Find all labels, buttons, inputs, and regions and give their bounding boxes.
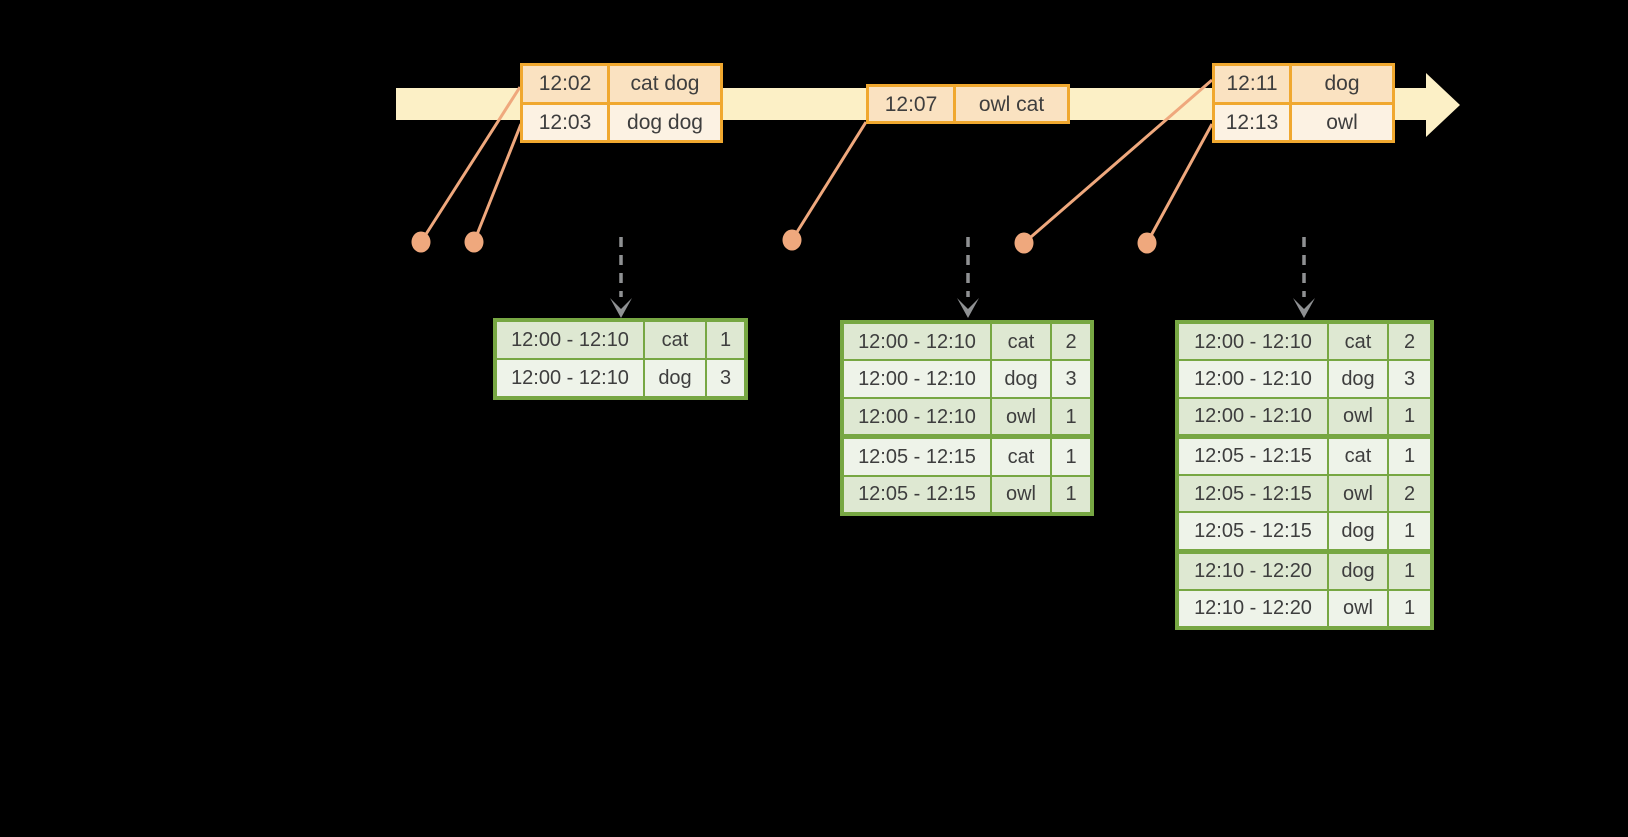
event-time-cell: 12:13 [1215,104,1292,140]
count-cell: 3 [1389,361,1430,397]
result-row: 12:00 - 12:10 cat 2 [1179,324,1430,360]
window-cell: 12:00 - 12:10 [497,360,645,396]
result-row: 12:00 - 12:10 dog 3 [844,359,1090,397]
word-cell: cat [992,439,1052,475]
trigger-arrowheads [610,298,1315,318]
event-line [419,86,522,243]
result-row: 12:10 - 12:20 owl 1 [1179,588,1430,626]
count-cell: 2 [1389,324,1430,360]
result-row: 12:05 - 12:15 dog 1 [1179,511,1430,549]
event-dot [782,229,802,251]
count-cell: 1 [1389,590,1430,626]
word-cell: dog [992,361,1052,397]
result-row: 12:00 - 12:10 owl 1 [1179,396,1430,434]
result-table-1: 12:00 - 12:10 cat 1 12:00 - 12:10 dog 3 [493,318,748,400]
event-dot [411,231,431,253]
batch-row: 12:02 cat dog [523,66,720,102]
word-cell: cat [1329,324,1389,360]
word-cell: cat [645,322,707,358]
result-row: 12:00 - 12:10 dog 3 [497,358,744,396]
word-cell: owl [1329,398,1389,434]
count-cell: 1 [1052,398,1090,435]
result-table-2: 12:00 - 12:10 cat 2 12:00 - 12:10 dog 3 … [840,320,1094,516]
batch-table-3: 12:11 dog 12:13 owl [1212,63,1395,143]
event-words-cell: dog dog [610,104,720,140]
result-row: 12:05 - 12:15 owl 2 [1179,474,1430,512]
window-cell: 12:00 - 12:10 [1179,324,1329,360]
window-cell: 12:00 - 12:10 [844,398,992,435]
word-cell: cat [992,324,1052,360]
event-time-cell: 12:02 [523,66,610,102]
result-row: 12:10 - 12:20 dog 1 [1179,548,1430,589]
count-cell: 2 [1052,324,1090,360]
word-cell: owl [992,398,1052,435]
count-cell: 1 [1389,438,1430,474]
event-words-cell: owl cat [956,87,1067,121]
count-cell: 3 [1052,361,1090,397]
batch-row: 12:07 owl cat [869,87,1067,121]
result-row: 12:00 - 12:10 cat 1 [497,322,744,358]
count-cell: 1 [1389,513,1430,549]
count-cell: 2 [1389,476,1430,512]
window-cell: 12:10 - 12:20 [1179,590,1329,626]
count-cell: 3 [707,360,744,396]
result-row: 12:05 - 12:15 cat 1 [1179,433,1430,474]
count-cell: 1 [707,322,744,358]
event-dot [464,231,484,253]
word-cell: owl [1329,590,1389,626]
event-dots [411,229,1157,254]
trigger-arrowhead-icon [1293,298,1315,318]
event-line [1145,123,1214,244]
window-cell: 12:00 - 12:10 [1179,361,1329,397]
window-cell: 12:00 - 12:10 [497,322,645,358]
result-row: 12:00 - 12:10 dog 3 [1179,359,1430,397]
event-words-cell: dog [1292,66,1392,102]
event-dot [1014,232,1034,254]
word-cell: dog [1329,513,1389,549]
word-cell: dog [645,360,707,396]
event-time-cell: 12:11 [1215,66,1292,102]
event-time-cell: 12:03 [523,104,610,140]
count-cell: 1 [1052,476,1090,513]
count-cell: 1 [1052,439,1090,475]
window-cell: 12:05 - 12:15 [1179,476,1329,512]
event-line [1023,78,1213,245]
word-cell: owl [992,476,1052,513]
batch-row: 12:13 owl [1215,101,1392,140]
batch-row: 12:03 dog dog [523,101,720,140]
result-table-3: 12:00 - 12:10 cat 2 12:00 - 12:10 dog 3 … [1175,320,1434,630]
event-time-cell: 12:07 [869,87,956,121]
trigger-arrowhead-icon [957,298,979,318]
count-cell: 1 [1389,398,1430,434]
window-cell: 12:05 - 12:15 [1179,513,1329,549]
result-row: 12:00 - 12:10 cat 2 [844,324,1090,360]
word-cell: cat [1329,438,1389,474]
trigger-arrows [619,237,1306,297]
result-row: 12:05 - 12:15 cat 1 [844,434,1090,475]
window-cell: 12:05 - 12:15 [844,439,992,475]
count-cell: 1 [1389,553,1430,589]
batch-table-1: 12:02 cat dog 12:03 dog dog [520,63,723,143]
event-line [472,123,523,243]
result-row: 12:00 - 12:10 owl 1 [844,396,1090,435]
window-cell: 12:00 - 12:10 [844,361,992,397]
event-words-cell: owl [1292,104,1392,140]
result-row: 12:05 - 12:15 owl 1 [844,474,1090,513]
event-words-cell: cat dog [610,66,720,102]
window-cell: 12:00 - 12:10 [844,324,992,360]
window-cell: 12:00 - 12:10 [1179,398,1329,434]
batch-table-2: 12:07 owl cat [866,84,1070,124]
batch-row: 12:11 dog [1215,66,1392,102]
word-cell: owl [1329,476,1389,512]
word-cell: dog [1329,553,1389,589]
window-cell: 12:05 - 12:15 [844,476,992,513]
word-cell: dog [1329,361,1389,397]
timeline-arrowhead-icon [1426,73,1460,137]
window-cell: 12:10 - 12:20 [1179,553,1329,589]
event-line [790,121,868,241]
event-lines [419,78,1214,245]
trigger-arrowhead-icon [610,298,632,318]
event-dot [1137,232,1157,254]
window-cell: 12:05 - 12:15 [1179,438,1329,474]
